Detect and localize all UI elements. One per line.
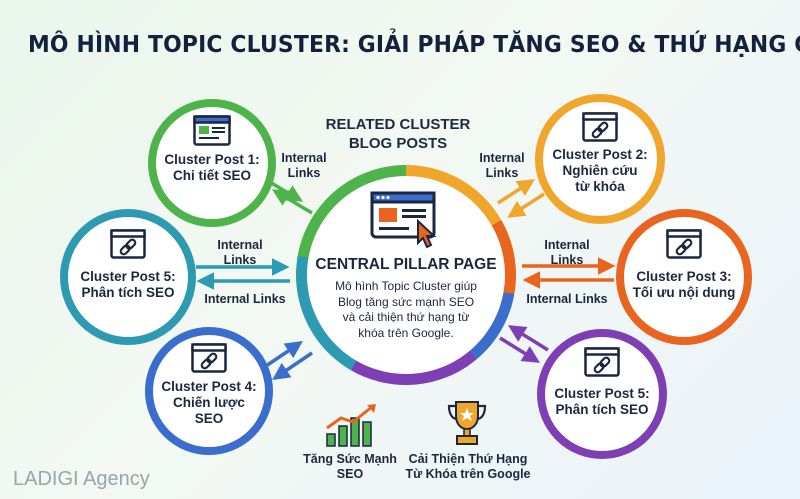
link-page-icon	[666, 229, 702, 259]
cluster-post-5-left: Cluster Post 5: Phân tích SEO	[60, 209, 196, 345]
arrows-post2	[497, 179, 545, 218]
label-line: Cluster Post 1:	[164, 152, 260, 167]
arrows-post3	[522, 257, 616, 289]
cluster-post-4: Cluster Post 4: Chiến lược SEO	[145, 327, 273, 455]
label-line: Cluster Post 2:	[552, 147, 648, 162]
link-page-icon	[584, 347, 620, 377]
label-line: Phân tích SEO	[555, 402, 649, 417]
label-line: Cluster Post 5:	[554, 386, 650, 401]
label-line: Tăng Sức Mạnh	[303, 452, 397, 466]
desc-line: khóa trên Google.	[358, 325, 454, 340]
page-title: MÔ HÌNH TOPIC CLUSTER: GIẢI PHÁP TĂNG SE…	[28, 30, 800, 58]
label-line: SEO	[336, 467, 364, 481]
related-label-line-2: BLOG POSTS	[348, 135, 448, 152]
link-label-post5-left-top: Internal Links	[208, 238, 272, 268]
ranking-label: Cải Thiện Thứ Hạng Từ Khóa trên Google	[398, 452, 538, 482]
link-label-post3-top: Internal Links	[535, 238, 599, 268]
cluster-post-2: Cluster Post 2: Nghiên cứu từ khóa	[535, 94, 665, 224]
strength-label: Tăng Sức Mạnh SEO	[280, 452, 420, 482]
label-line: Cluster Post 3:	[636, 269, 732, 284]
related-label-line-1: RELATED CLUSTER	[325, 116, 471, 133]
link-label-line: Internal	[217, 238, 263, 252]
desc-line: và cải thiện thứ hạng từ	[342, 310, 470, 324]
watermark: LADIGI Agency	[13, 468, 150, 490]
link-label-line: Links	[485, 166, 519, 180]
label-line: Cluster Post 4:	[161, 379, 257, 394]
link-page-icon	[582, 112, 618, 142]
link-label-line: Internal	[479, 151, 525, 165]
label-line: Nghiên cứu	[562, 163, 638, 178]
cluster-post-3-label: Cluster Post 3: Tối ưu nội dung	[624, 269, 744, 301]
cluster-post-4-label: Cluster Post 4: Chiến lược SEO	[153, 379, 265, 427]
link-label-line: Internal	[544, 238, 590, 252]
link-label-post1: Internal Links	[272, 151, 336, 181]
cluster-post-2-label: Cluster Post 2: Nghiên cứu từ khóa	[543, 147, 657, 195]
label-line: Chiến lược	[173, 395, 245, 410]
label-line: Chi tiết SEO	[172, 168, 251, 183]
label-line: Tối ưu nội dung	[632, 285, 736, 300]
link-label-line: Links	[550, 253, 584, 267]
growth-chart-icon	[326, 404, 376, 447]
label-line: Phân tích SEO	[81, 285, 175, 300]
cluster-post-5-right: Cluster Post 5: Phân tích SEO	[537, 329, 667, 459]
link-label-post5-left-bottom: Internal Links	[204, 292, 286, 306]
webpage-icon	[193, 115, 231, 146]
central-pillar-title: CENTRAL PILLAR PAGE	[315, 256, 497, 273]
cluster-post-3: Cluster Post 3: Tối ưu nội dung	[616, 209, 752, 345]
desc-line: Blog tăng sức mạnh SEO	[337, 294, 475, 309]
link-page-icon	[110, 229, 146, 259]
link-label-line: Internal	[281, 151, 327, 165]
label-line: từ khóa	[575, 179, 625, 194]
cluster-post-5-left-label: Cluster Post 5: Phân tích SEO	[68, 269, 188, 301]
desc-line: Mô hình Topic Cluster giúp	[335, 279, 477, 293]
arrows-post5-right	[499, 325, 549, 363]
link-label-line: Links	[223, 253, 257, 267]
link-page-icon	[191, 343, 227, 373]
cluster-post-5-right-label: Cluster Post 5: Phân tích SEO	[545, 386, 659, 418]
arrows-post5-left	[196, 258, 290, 290]
link-label-post2: Internal Links	[470, 151, 534, 181]
pillar-page-icon	[370, 191, 437, 249]
label-line: Từ Khóa trên Google	[405, 467, 531, 481]
arrows-post4	[262, 341, 313, 380]
trophy-icon	[447, 401, 487, 445]
cluster-post-1-label: Cluster Post 1: Chi tiết SEO	[156, 152, 268, 184]
related-cluster-label: RELATED CLUSTER BLOG POSTS	[318, 115, 478, 153]
label-line: SEO	[194, 411, 224, 426]
label-line: Cải Thiện Thứ Hạng	[408, 452, 528, 466]
cluster-post-1: Cluster Post 1: Chi tiết SEO	[148, 99, 276, 227]
central-pillar-description: Mô hình Topic Cluster giúp Blog tăng sức…	[318, 279, 494, 341]
link-label-post3-bottom: Internal Links	[526, 292, 608, 306]
link-label-line: Links	[287, 166, 321, 180]
label-line: Cluster Post 5:	[80, 269, 176, 284]
